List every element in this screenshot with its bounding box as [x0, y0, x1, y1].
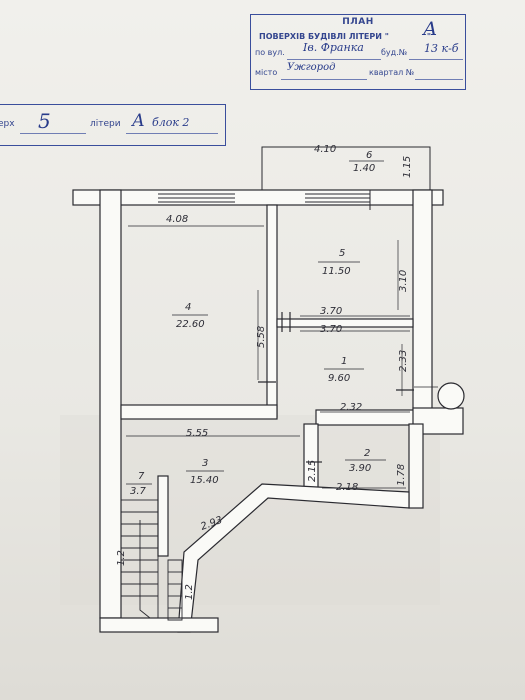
dim-balcony-depth: 1.15	[402, 156, 413, 178]
entry-marker-icon	[437, 382, 465, 410]
dimension-labels: 4.10 1.15 4.08 5.58 3.10 3.70 3.70 2.33 …	[116, 144, 413, 600]
dim-balcony-width: 4.10	[314, 144, 336, 155]
stairs	[120, 499, 183, 621]
stamp-street-handwritten: Ів. Франка	[303, 41, 364, 54]
room-6-number: 6	[366, 150, 372, 161]
stamp-building-line	[409, 59, 463, 60]
stamp-title: ПЛАН	[342, 17, 374, 27]
stamp-street-line	[287, 59, 381, 60]
stamp-letter-handwritten: А	[423, 18, 438, 40]
stamp-city-label: місто	[255, 68, 278, 77]
floor-letter-handwritten: А	[132, 111, 145, 131]
balcony	[261, 146, 431, 210]
stamp-building-handwritten: 13 к-б	[424, 42, 459, 55]
right-wall	[412, 189, 433, 416]
dim-partition-top: 3.70	[320, 306, 342, 317]
room-1-number: 1	[341, 356, 347, 367]
room-5-area: 11.50	[322, 266, 351, 277]
room-1-area: 9.60	[328, 373, 350, 384]
room-4-area: 22.60	[176, 319, 205, 330]
dim-room5-height: 3.10	[398, 270, 409, 292]
wall-5-1	[276, 318, 414, 328]
room-4-number: 4	[185, 302, 191, 313]
dim-room4-height: 5.58	[256, 326, 267, 348]
dim-room2-bottom: 2.18	[336, 482, 358, 493]
room-7-area: 3.7	[130, 486, 147, 497]
dim-partition-bottom: 3.70	[320, 324, 342, 335]
dim-side-width: 1.2	[184, 584, 195, 600]
wall-below-4	[120, 404, 278, 420]
room-3-number: 3	[202, 458, 208, 469]
stair-wall	[157, 475, 169, 557]
stamp-street-label: по вул.	[255, 48, 285, 57]
stamp-city-handwritten: Ужгород	[287, 62, 336, 73]
stamp-building-label: буд.№	[381, 48, 408, 57]
dim-room2-right: 1.78	[396, 464, 407, 486]
title-stamp: ПЛАН ПОВЕРХІВ БУДІВЛІ ЛІТЕРИ "" А по вул…	[250, 14, 466, 90]
floor-handwritten: 5	[38, 109, 51, 133]
bottom-wall	[99, 617, 219, 633]
wall-4-5	[266, 204, 278, 418]
floor-stamp: ерх 5 літери А блок 2	[0, 104, 226, 146]
letter-line	[126, 133, 218, 134]
stamp-subtitle: ПОВЕРХІВ БУДІВЛІ ЛІТЕРИ ""	[259, 32, 432, 41]
top-wall	[72, 189, 444, 206]
stamp-quarter-line	[415, 79, 463, 80]
dim-room1-height: 2.33	[398, 350, 409, 372]
dimension-lines	[126, 225, 410, 489]
floor-letter-label: літери	[90, 119, 121, 129]
room-3-area: 15.40	[190, 475, 219, 486]
windows	[99, 193, 370, 420]
room-labels: 4 22.60 5 11.50 1 9.60 2 3.90 3 15.40 6 …	[126, 150, 386, 497]
stamp-quarter-label: квартал №	[369, 68, 415, 77]
room-2-area: 3.90	[349, 463, 371, 474]
room-6-area: 1.40	[353, 163, 375, 174]
room-5-number: 5	[339, 248, 345, 259]
dim-room1-bottom: 2.32	[340, 402, 362, 413]
dim-stair-width: 1.2	[116, 550, 127, 566]
room-7-number: 7	[138, 471, 145, 482]
dim-room4-width: 4.08	[166, 214, 188, 225]
dim-room2-left: 2.15	[307, 460, 318, 482]
floor-line	[20, 133, 86, 134]
door-marks	[258, 312, 414, 463]
floor-extra-handwritten: блок 2	[152, 116, 190, 129]
stamp-city-line	[281, 79, 367, 80]
dim-hall-width: 5.55	[186, 428, 208, 439]
floor-prefix: ерх	[0, 119, 15, 129]
wall-room2-right	[408, 423, 424, 509]
room-2-number: 2	[364, 448, 370, 459]
